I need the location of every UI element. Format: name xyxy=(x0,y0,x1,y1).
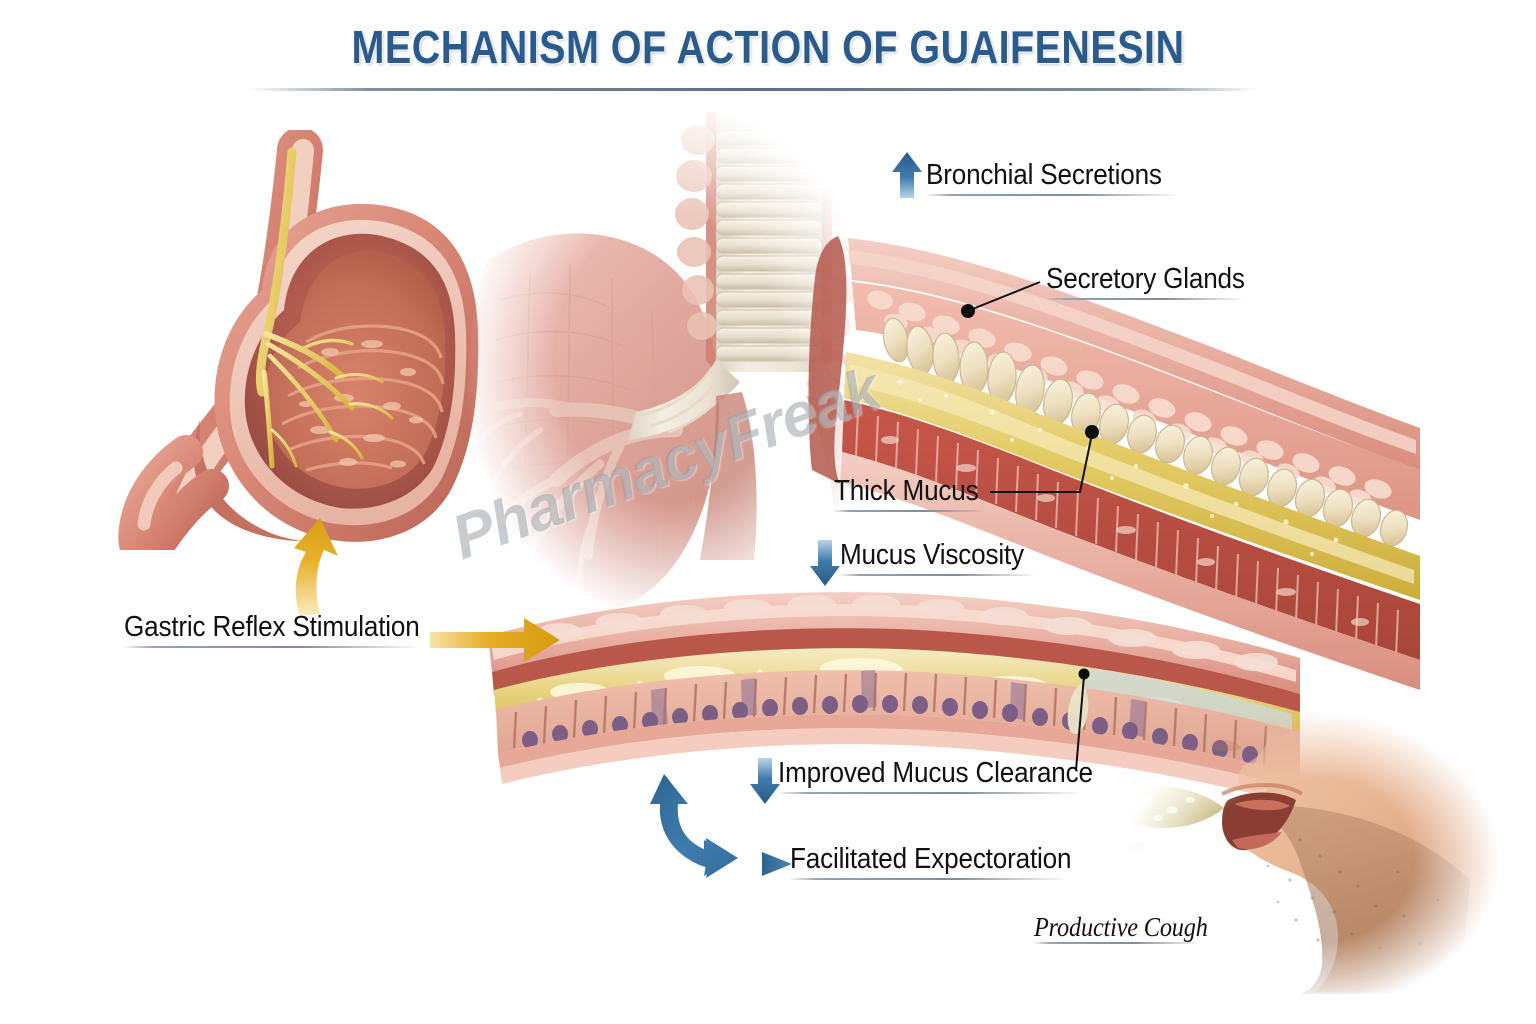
arrow-up-icon xyxy=(892,152,922,198)
underline-gastric-reflex-stimulation xyxy=(124,646,416,648)
gold-arrows xyxy=(294,518,560,662)
label-productive-cough: Productive Cough xyxy=(1034,910,1208,946)
bronchiole-wall-cleared-mucus xyxy=(488,592,1300,806)
underline-thick-mucus xyxy=(834,510,986,512)
label-thick-mucus-text: Thick Mucus xyxy=(834,475,979,507)
title-divider xyxy=(248,88,1258,91)
label-improved-mucus-clearance-text: Improved Mucus Clearance xyxy=(778,757,1093,789)
man-profile-coughing xyxy=(1072,700,1500,1000)
label-thick-mucus: Thick Mucus xyxy=(834,474,979,510)
underline-mucus-viscosity xyxy=(840,574,1034,576)
page-title: MECHANISM OF ACTION OF GUAIFENESIN xyxy=(351,21,1185,73)
label-mucus-viscosity: Mucus Viscosity xyxy=(840,538,1024,574)
label-secretory-glands-text: Secretory Glands xyxy=(1046,263,1245,295)
arrow-down-icon-clearance xyxy=(750,758,780,804)
label-secretory-glands: Secretory Glands xyxy=(1046,262,1245,298)
underline-productive-cough xyxy=(1034,942,1200,944)
underline-secretory-glands xyxy=(1046,298,1242,300)
label-facilitated-expectoration-text: Facilitated Expectoration xyxy=(790,843,1072,875)
curved-double-arrow-icon xyxy=(650,774,738,878)
arrow-right-icon xyxy=(762,852,792,876)
label-facilitated-expectoration: Facilitated Expectoration xyxy=(790,842,1071,878)
label-productive-cough-text: Productive Cough xyxy=(1034,912,1208,942)
arrow-down-icon-viscosity xyxy=(810,540,840,586)
underline-facilitated-expectoration xyxy=(790,878,1064,880)
label-bronchial-secretions-text: Bronchial Secretions xyxy=(926,159,1162,191)
underline-improved-mucus-clearance xyxy=(778,792,1080,794)
stomach-cross-section xyxy=(118,127,479,570)
label-improved-mucus-clearance: Improved Mucus Clearance xyxy=(778,756,1093,792)
label-mucus-viscosity-text: Mucus Viscosity xyxy=(840,539,1024,571)
leader-lines xyxy=(961,281,1099,771)
label-gastric-reflex-stimulation-text: Gastric Reflex Stimulation xyxy=(124,611,420,643)
label-gastric-reflex-stimulation: Gastric Reflex Stimulation xyxy=(124,610,420,646)
label-bronchial-secretions: Bronchial Secretions xyxy=(926,158,1162,194)
underline-bronchial-secretions xyxy=(926,194,1176,196)
